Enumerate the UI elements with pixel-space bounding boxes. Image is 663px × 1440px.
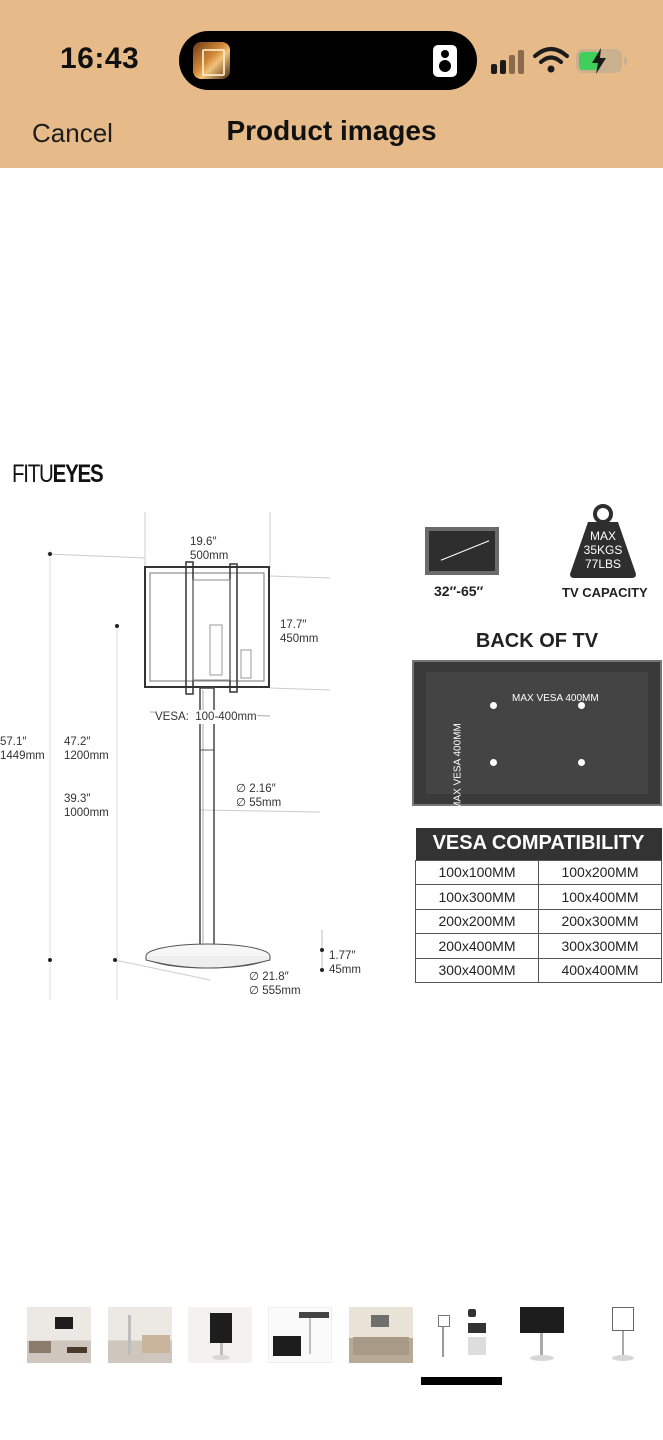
weight-max: MAX (589, 529, 616, 543)
thumbnail-1[interactable] (27, 1307, 91, 1363)
vesa-table-title: VESA COMPATIBILITY (415, 828, 662, 860)
table-row: 200x400MM 300x300MM (415, 933, 662, 959)
tv-icon (425, 527, 499, 575)
status-icons (489, 46, 629, 76)
min-height-dimension: 39.3″ 1000mm (64, 793, 109, 819)
status-time: 16:43 (60, 42, 140, 75)
base-height-dimension: 1.77″ 45mm (329, 950, 361, 976)
table-cell: 300x300MM (538, 933, 662, 959)
brand-bold: EYES (52, 460, 104, 488)
cellular-signal-icon (491, 48, 525, 74)
table-cell: 100x400MM (538, 884, 662, 910)
product-image[interactable]: FITUEYES (0, 440, 663, 1020)
thumbnail-8[interactable] (590, 1307, 654, 1363)
now-playing-art-icon[interactable] (193, 42, 230, 79)
vesa-vertical-label: MAX VESA 400MM (452, 723, 464, 810)
vesa-hole (578, 759, 585, 766)
battery-charging-icon (576, 48, 627, 74)
base-diameter-dimension: ∅ 21.8″ ∅ 555mm (249, 971, 301, 997)
table-row: 100x300MM 100x400MM (415, 884, 662, 910)
vesa-hole (578, 702, 585, 709)
weight-icon (570, 504, 636, 578)
thumbnail-3[interactable] (188, 1307, 252, 1363)
back-of-tv-title: BACK OF TV (475, 630, 599, 652)
screen-size-range: 32″-65″ (434, 583, 484, 599)
table-cell: 100x200MM (538, 859, 662, 885)
vesa-hole (490, 702, 497, 709)
header: 16:43 Cancel Product images (0, 0, 663, 168)
vesa-compatibility-table: VESA COMPATIBILITY 100x100MM 100x200MM 1… (415, 828, 662, 983)
dynamic-island[interactable] (179, 31, 477, 90)
tv-stand-drawing (46, 512, 331, 1000)
table-row: 300x400MM 400x400MM (415, 957, 662, 983)
selected-thumbnail-indicator (421, 1377, 502, 1385)
thumbnail-2[interactable] (108, 1307, 172, 1363)
thumbnail-6-selected[interactable] (428, 1307, 492, 1363)
table-cell: 200x200MM (415, 908, 539, 934)
weight-lbs: 77LBS (584, 557, 622, 571)
vesa-dimension: VESA: 100-400mm (155, 710, 257, 724)
pole-diameter-dimension: ∅ 2.16″ ∅ 55mm (236, 783, 282, 809)
width-dimension: 19.6″ 500mm (190, 536, 229, 562)
table-cell: 100x100MM (415, 859, 539, 885)
table-cell: 100x300MM (415, 884, 539, 910)
speaker-icon (433, 45, 457, 77)
table-cell: 200x400MM (415, 933, 539, 959)
panel-height-dimension: 17.7″ 450mm (280, 619, 319, 645)
capacity-label: TV CAPACITY (562, 585, 648, 600)
table-row: 100x100MM 100x200MM (415, 859, 662, 885)
thumbnail-5[interactable] (349, 1307, 413, 1363)
total-height-dimension: 57.1″ 1449mm (0, 736, 45, 762)
vesa-hole (490, 759, 497, 766)
table-row: 200x200MM 200x300MM (415, 908, 662, 934)
weight-text: MAX 35KGS 77LBS (568, 529, 638, 571)
brand-light: FITU (12, 460, 54, 488)
max-height-dimension: 47.2″ 1200mm (64, 736, 109, 762)
back-of-tv-diagram: MAX VESA 400MM MAX VESA 400MM (412, 660, 662, 810)
table-cell: 200x300MM (538, 908, 662, 934)
thumbnail-4[interactable] (268, 1307, 332, 1363)
cancel-button[interactable]: Cancel (32, 118, 113, 148)
wifi-icon (533, 47, 569, 73)
table-cell: 400x400MM (538, 957, 662, 983)
weight-kgs: 35KGS (583, 543, 623, 557)
page-title: Product images (226, 115, 437, 146)
vesa-horizontal-label: MAX VESA 400MM (512, 693, 599, 704)
thumbnail-7[interactable] (510, 1307, 574, 1363)
table-cell: 300x400MM (415, 957, 539, 983)
brand-logo: FITUEYES (12, 460, 104, 489)
